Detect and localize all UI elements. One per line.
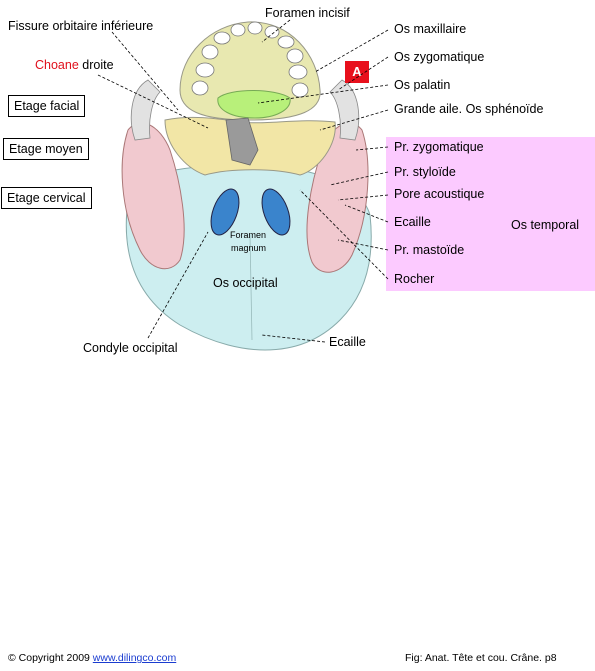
figure-badge: A (345, 61, 369, 83)
label-pr-styloide: Pr. styloïde (394, 165, 456, 179)
occipital-crest (249, 234, 253, 341)
label-pr-zygomatique: Pr. zygomatique (394, 140, 484, 154)
label-foramen-magnum-2: magnum (231, 243, 267, 253)
stage-cervical: Etage cervical (1, 187, 92, 209)
label-ecaille-occipital: Ecaille (329, 335, 366, 349)
label-pore-acoustique: Pore acoustique (394, 187, 485, 201)
zygomatic-right-shape (329, 79, 360, 141)
temporal-left-shape (121, 122, 185, 270)
choane-shape (225, 117, 259, 166)
label-os-maxillaire: Os maxillaire (394, 22, 467, 36)
foramen-magnum-left (210, 188, 240, 236)
label-foramen-incisif: Foramen incisif (265, 6, 350, 20)
footer-fig: Fig: Anat. Tête et cou. Crâne. p8 (405, 652, 557, 664)
label-condyle-occipital: Condyle occipital (83, 341, 178, 355)
label-os-occipital: Os occipital (213, 276, 278, 290)
label-choane-red: Choane (35, 58, 79, 72)
label-fissure-orbitaire: Fissure orbitaire inférieure (8, 19, 154, 33)
teeth (191, 21, 309, 98)
copyright-text: © Copyright 2009 (8, 652, 93, 664)
label-grande-aile: Grande aile. Os sphénoïde (394, 102, 544, 116)
os-palatin-shape (217, 90, 291, 119)
label-pr-mastoide: Pr. mastoïde (394, 243, 465, 257)
label-os-temporal: Os temporal (511, 218, 580, 232)
label-os-palatin: Os palatin (394, 78, 451, 92)
footer-link[interactable]: www.dilingco.com (92, 652, 177, 664)
os-temporal-panel (386, 137, 595, 291)
foramen-magnum-right (261, 188, 291, 236)
stage-moyen: Etage moyen (3, 138, 89, 160)
label-choane: Choane droite (35, 58, 114, 72)
label-foramen-magnum-1: Foramen (230, 230, 267, 240)
label-ecaille-temporal: Ecaille (394, 215, 431, 229)
label-os-zygomatique: Os zygomatique (394, 50, 485, 64)
footer-copyright: © Copyright 2009 www.dilingco.com (8, 652, 176, 664)
label-rocher: Rocher (394, 272, 435, 286)
zygomatic-left-shape (130, 79, 161, 141)
label-choane-rest: droite (78, 58, 114, 72)
stage-facial: Etage facial (8, 95, 86, 117)
